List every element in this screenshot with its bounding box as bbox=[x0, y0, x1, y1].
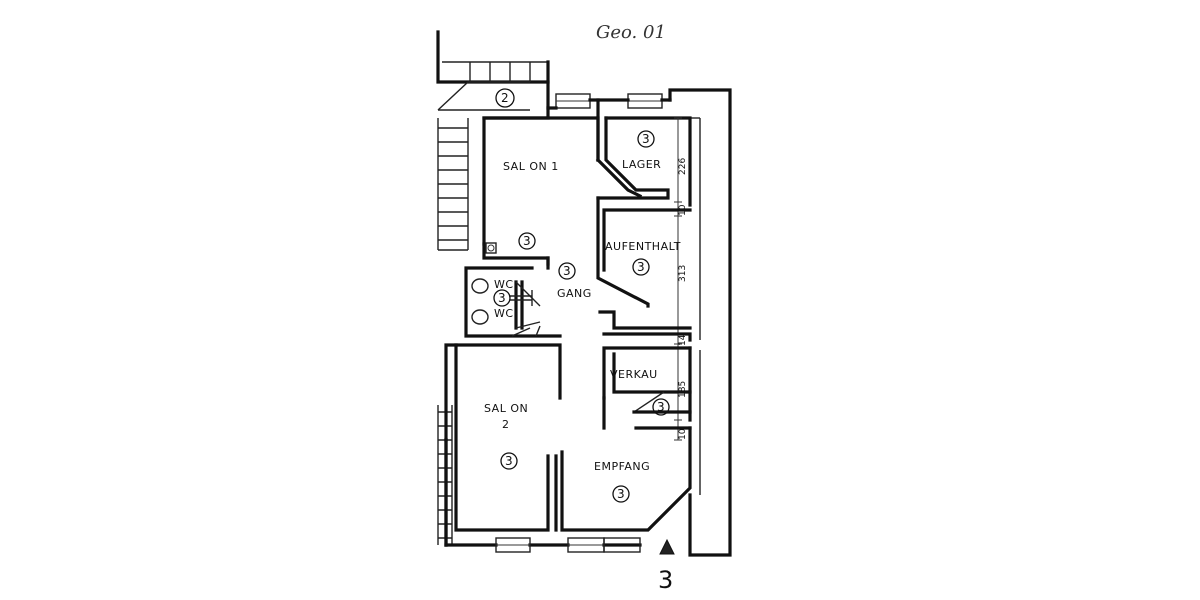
dim-wall3: 10 bbox=[678, 428, 688, 440]
wc-badge-circle bbox=[493, 289, 511, 307]
wc-bottom-label: WC bbox=[494, 307, 514, 320]
dim-verkauf: 185 bbox=[678, 381, 688, 398]
top-wall bbox=[482, 98, 600, 246]
dim-wall2: 14 bbox=[678, 334, 688, 346]
wc-badge: 3 bbox=[498, 291, 506, 305]
salon2-walls bbox=[444, 343, 562, 547]
dim-lager: 226 bbox=[678, 158, 688, 175]
verkauf-badge: 3 bbox=[657, 400, 665, 414]
salon2-badge-circle bbox=[500, 452, 518, 470]
stair-badge: 2 bbox=[501, 91, 509, 105]
wc-top-label: WC bbox=[494, 278, 514, 291]
wc-block bbox=[464, 242, 562, 338]
aufenthalt-badge-circle bbox=[632, 258, 650, 276]
salon1-badge-circle bbox=[518, 232, 536, 250]
salon2-label-line2: 2 bbox=[502, 418, 510, 431]
lager-walls bbox=[596, 116, 670, 200]
salon2-badge: 3 bbox=[505, 454, 513, 468]
lager-label: LAGER bbox=[622, 158, 661, 171]
empfang-label: EMPFANG bbox=[594, 460, 650, 473]
verkauf-label: VERKAU bbox=[610, 368, 658, 381]
empfang-badge: 3 bbox=[617, 487, 625, 501]
lager-badge-circle bbox=[637, 130, 655, 148]
salon1-badge: 3 bbox=[523, 234, 531, 248]
gang-badge-circle bbox=[558, 262, 576, 280]
verkauf-walls bbox=[602, 346, 692, 400]
bottom-windows bbox=[495, 537, 641, 553]
gang-label: GANG bbox=[557, 287, 592, 300]
plan-title: Geo. 01 bbox=[596, 22, 666, 43]
entrance-arrow-icon bbox=[659, 538, 675, 555]
staircase bbox=[436, 30, 550, 251]
salon1-walls bbox=[595, 116, 643, 199]
aufenthalt-badge: 3 bbox=[637, 260, 645, 274]
aufenthalt-walls bbox=[596, 196, 692, 308]
right-outer-wall bbox=[668, 88, 732, 557]
floor-number: 3 bbox=[658, 566, 673, 594]
salon1-label: SAL ON 1 bbox=[503, 160, 559, 173]
dim-aufenthalt: 313 bbox=[678, 265, 688, 282]
empfang-badge-circle bbox=[612, 485, 630, 503]
empfang-walls bbox=[560, 396, 692, 532]
lager-badge: 3 bbox=[642, 132, 650, 146]
verkauf-badge-circle bbox=[652, 398, 670, 416]
salon2-label-line1: SAL ON bbox=[484, 402, 528, 415]
gang-badge: 3 bbox=[563, 264, 571, 278]
stair-badge-circle bbox=[495, 88, 515, 108]
aufenthalt-label: AUFENTHALT bbox=[605, 240, 681, 253]
